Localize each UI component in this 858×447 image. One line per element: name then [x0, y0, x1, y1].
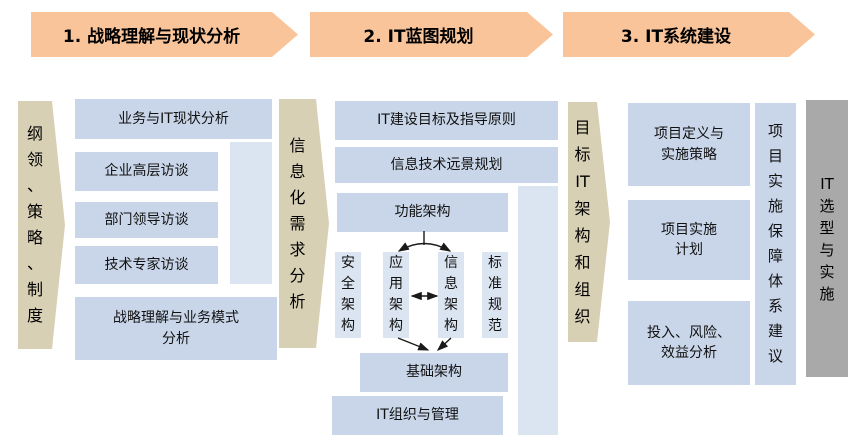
stage-3-label: 3. IT系统建设	[620, 27, 732, 47]
function-split-arrow	[397, 242, 452, 252]
phase-bar-strategy-label: 纲领、策略、制度	[26, 124, 43, 325]
bar-it-selection-label: IT选型与实施	[819, 174, 835, 303]
box-info-arch: 信息架构	[438, 252, 464, 338]
box-infra-arch: 基础架构	[360, 353, 508, 392]
box-executive-interview: 企业高层访谈	[75, 152, 218, 191]
box-tech-expert-interview-label: 技术专家访谈	[104, 256, 189, 273]
middle-group-panel	[518, 186, 558, 435]
box-dept-leader-interview: 部门领导访谈	[75, 202, 218, 238]
phase-bar-demand-label: 信息化需求分析	[289, 135, 306, 311]
box-investment-risk-benefit: 投入、风险、 效益分析	[628, 301, 750, 385]
box-it-org-mgmt-label: IT组织与管理	[376, 407, 459, 424]
box-strategy-business-model: 战略理解与业务模式 分析	[75, 297, 277, 360]
box-standard-spec: 标准规范	[482, 252, 508, 338]
box-function-arch-label: 功能架构	[394, 204, 451, 221]
phase-bar-target: 目标IT架构和组织	[568, 102, 610, 342]
box-investment-risk-benefit-label: 投入、风险、 效益分析	[647, 324, 731, 361]
box-it-org-mgmt: IT组织与管理	[332, 396, 503, 435]
box-app-arch: 应用架构	[383, 252, 409, 338]
box-standard-spec-label: 标准规范	[488, 255, 502, 334]
box-project-plan: 项目实施 计划	[628, 200, 750, 280]
box-function-arch: 功能架构	[337, 193, 508, 232]
stage-2-label: 2. IT蓝图规划	[363, 27, 474, 47]
left-group-panel	[230, 142, 272, 284]
box-project-plan-label: 项目实施 计划	[661, 221, 717, 258]
phase-bar-strategy: 纲领、策略、制度	[18, 101, 65, 349]
box-strategy-business-model-label: 战略理解与业务模式 分析	[113, 310, 239, 347]
box-info-arch-label: 信息架构	[444, 255, 458, 334]
converge-left-arrow	[397, 337, 430, 351]
box-project-definition-label: 项目定义与 实施策略	[654, 126, 724, 163]
box-tech-expert-interview: 技术专家访谈	[75, 246, 218, 284]
phase-bar-demand: 信息化需求分析	[279, 99, 329, 348]
box-security-arch: 安全架构	[335, 252, 361, 338]
box-security-arch-label: 安全架构	[341, 255, 355, 334]
box-it-goal-principles: IT建设目标及指导原则	[335, 101, 558, 140]
box-it-goal-principles-label: IT建设目标及指导原则	[377, 112, 516, 129]
bar-it-selection: IT选型与实施	[806, 100, 848, 377]
box-project-definition: 项目定义与 实施策略	[628, 103, 750, 186]
box-infra-arch-label: 基础架构	[406, 364, 462, 381]
box-business-it-analysis-label: 业务与IT现状分析	[118, 110, 229, 127]
phase-bar-target-label: 目标IT架构和组织	[574, 118, 591, 326]
stage-1-label: 1. 战略理解与现状分析	[62, 27, 241, 47]
box-project-assurance-label: 项目实施保障体系建议	[767, 122, 783, 365]
stage-arrow-1: 1. 战略理解与现状分析	[31, 12, 298, 57]
box-dept-leader-interview-label: 部门领导访谈	[104, 211, 189, 228]
stage-arrow-3: 3. IT系统建设	[563, 12, 815, 57]
box-business-it-analysis: 业务与IT现状分析	[75, 99, 272, 139]
converge-right-arrow	[436, 337, 452, 351]
box-it-vision-label: 信息技术远景规划	[390, 156, 503, 173]
stage-arrow-2: 2. IT蓝图规划	[310, 12, 553, 57]
box-app-arch-label: 应用架构	[389, 255, 403, 334]
box-executive-interview-label: 企业高层访谈	[104, 163, 189, 180]
box-project-assurance: 项目实施保障体系建议	[755, 103, 796, 385]
box-it-vision: 信息技术远景规划	[335, 147, 558, 183]
